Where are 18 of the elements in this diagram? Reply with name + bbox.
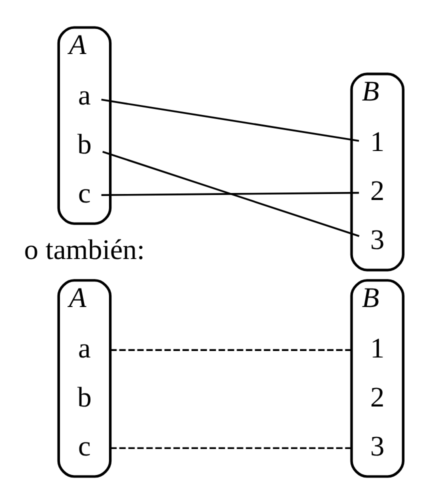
node-text: 3	[370, 430, 384, 462]
node-text: 2	[370, 382, 384, 413]
node-text: 3	[370, 224, 384, 256]
node-text: c	[78, 430, 91, 462]
node-text: 1	[370, 126, 384, 158]
node-text: b	[77, 382, 92, 413]
node-text: b	[77, 128, 92, 160]
node-text: 2	[370, 175, 384, 206]
connector	[101, 98, 360, 142]
label: o también:	[24, 234, 145, 266]
node-text: 1	[370, 332, 384, 364]
connector	[101, 191, 359, 196]
connector	[110, 348, 352, 350]
node-text: a	[78, 332, 91, 364]
node-text: c	[78, 178, 91, 209]
connector	[102, 150, 360, 236]
connector	[110, 446, 352, 449]
node-text: a	[78, 80, 91, 111]
